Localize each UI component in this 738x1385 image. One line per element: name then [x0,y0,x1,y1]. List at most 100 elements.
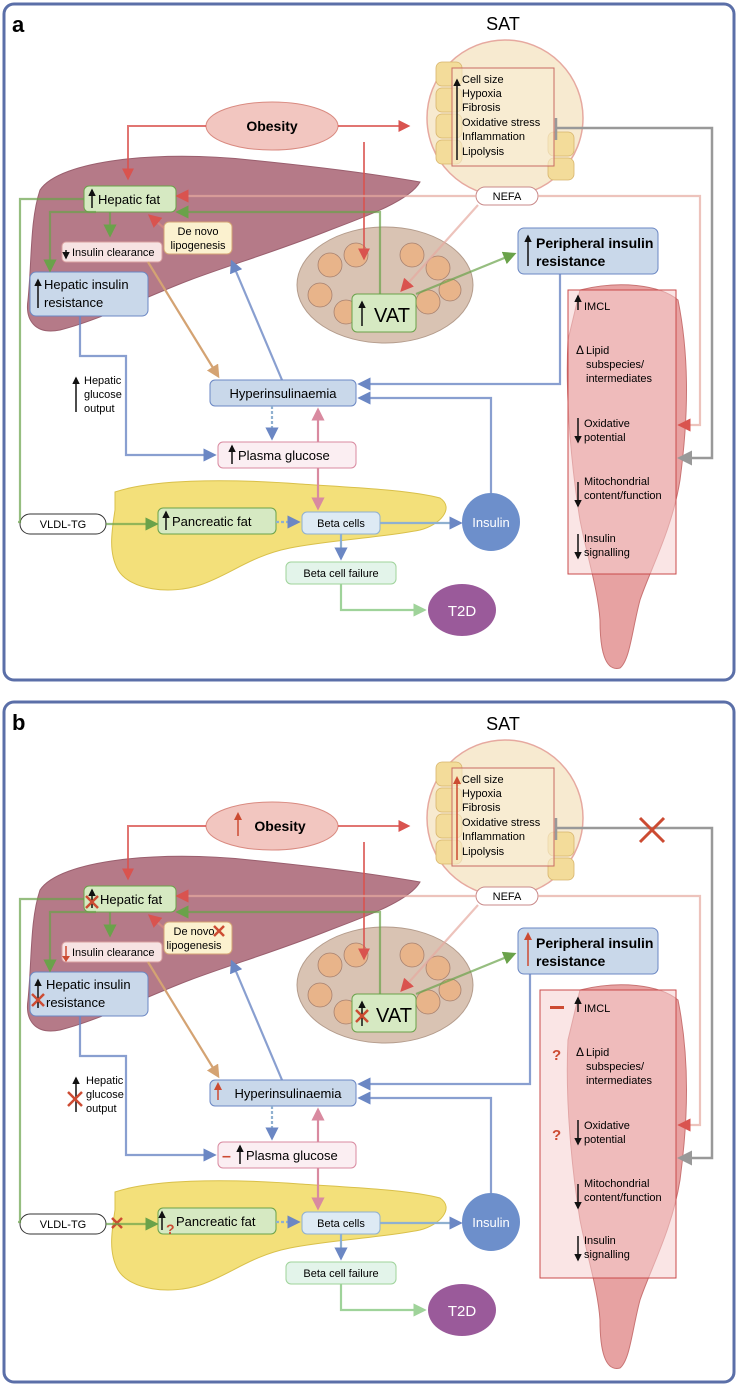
sat-item: Hypoxia [462,788,503,800]
vldl-label: VLDL-TG [40,1219,86,1231]
sat-list-box [451,767,555,867]
svg-text:subspecies/: subspecies/ [586,1061,645,1073]
hepatic-fat-label: Hepatic fat [98,192,161,207]
svg-text:Oxidative: Oxidative [584,418,630,430]
svg-text:Insulin: Insulin [584,1235,616,1247]
cross-mark [213,925,225,937]
svg-text:IMCL: IMCL [584,301,610,313]
svg-text:Hepatic: Hepatic [84,375,122,387]
obesity-label: Obesity [246,118,298,134]
svg-text:resistance: resistance [46,995,105,1010]
svg-text:Lipid: Lipid [586,345,609,357]
sat-title: SAT [486,714,520,734]
cross-mark [85,895,99,909]
nefa-label: NEFA [493,891,522,903]
sat-item: Hypoxia [462,88,503,100]
sat-item: Lipolysis [462,146,505,158]
dash-mark: – [222,1148,231,1165]
sat-item: Inflammation [462,831,525,843]
panel-letter: b [12,710,25,735]
svg-text:glucose: glucose [84,389,122,401]
svg-text:lipogenesis: lipogenesis [170,240,226,252]
hepatic-ir-box [29,971,149,1017]
question-mark: ? [166,1221,175,1237]
svg-text:glucose: glucose [86,1089,124,1101]
cross-mark [31,993,45,1007]
insulin-label: Insulin [472,1215,510,1230]
insulin-node [462,1193,520,1251]
question-mark: ? [552,1127,561,1144]
vldl-label: VLDL-TG [40,519,86,531]
svg-text:potential: potential [584,432,626,444]
insulin-label: Insulin [472,515,510,530]
svg-text:resistance: resistance [536,253,605,269]
svg-text:Δ: Δ [576,343,584,357]
plasma-glucose-label: Plasma glucose [246,1148,338,1163]
svg-text:Mitochondrial: Mitochondrial [584,476,649,488]
vat-box [351,993,417,1033]
beta-cells-label: Beta cells [317,1218,365,1230]
insulin-node [462,493,520,551]
t2d-node [428,1284,496,1336]
beta-failure-label: Beta cell failure [303,1268,378,1280]
panel-a: a SAT Cell size Hypoxia Fibrosis Oxidati… [2,2,736,682]
beta-cells-label: Beta cells [317,518,365,530]
vat-box [351,293,417,333]
hyperinsulinaemia-label: Hyperinsulinaemia [230,386,338,401]
svg-text:Hepatic insulin: Hepatic insulin [46,977,131,992]
pancreatic-fat-label: Pancreatic fat [176,1214,256,1229]
de-novo-box [163,221,233,255]
insulin-clearance-box [61,941,163,963]
panel-b: b SAT Cell size Hypoxia Fibrosis Oxidati… [2,700,736,1384]
nefa-label: NEFA [493,191,522,203]
de-novo-box [163,921,233,955]
svg-text:resistance: resistance [44,295,103,310]
hepatic-fat-label: Hepatic fat [100,892,163,907]
svg-text:intermediates: intermediates [586,1075,653,1087]
svg-text:De novo: De novo [174,926,215,938]
sat-item: Lipolysis [462,846,505,858]
svg-text:Hepatic insulin: Hepatic insulin [44,277,129,292]
sat-item: Oxidative stress [462,117,541,129]
svg-text:Insulin: Insulin [584,533,616,545]
sat-item: Cell size [462,74,504,86]
plasma-glucose-box [217,441,357,469]
svg-text:IMCL: IMCL [584,1003,610,1015]
svg-text:De novo: De novo [178,226,219,238]
svg-text:signalling: signalling [584,1249,630,1261]
question-mark: ? [552,1047,561,1064]
muscle-list-box [567,289,677,575]
panel-letter: a [12,12,25,37]
hyperinsulinaemia-box [209,379,357,407]
muscle-list-box [539,989,677,1279]
svg-text:Oxidative: Oxidative [584,1120,630,1132]
peripheral-ir-box [517,927,659,975]
hyperinsulinaemia-label: Hyperinsulinaemia [235,1086,343,1101]
vat-label: VAT [376,1005,412,1027]
svg-text:content/function: content/function [584,1192,662,1204]
plasma-glucose-box [217,1141,357,1169]
insulin-clearance-box [61,241,163,263]
svg-text:intermediates: intermediates [586,373,653,385]
svg-text:potential: potential [584,1134,626,1146]
svg-text:Δ: Δ [576,1045,584,1059]
cross-mark [355,1009,369,1023]
plasma-glucose-label: Plasma glucose [238,448,330,463]
svg-text:content/function: content/function [584,490,662,502]
svg-text:Hepatic: Hepatic [86,1075,124,1087]
dash-mark [550,1006,564,1009]
svg-text:subspecies/: subspecies/ [586,359,645,371]
pancreatic-fat-label: Pancreatic fat [172,514,252,529]
svg-text:output: output [84,403,115,415]
sat-item: Fibrosis [462,802,501,814]
svg-text:Peripheral insulin: Peripheral insulin [536,235,653,251]
vat-label: VAT [374,305,410,327]
t2d-label: T2D [448,1303,477,1320]
svg-text:Mitochondrial: Mitochondrial [584,1178,649,1190]
cross-mark [67,1091,83,1107]
t2d-label: T2D [448,603,477,620]
hyperinsulinaemia-box [209,1079,357,1107]
sat-item: Inflammation [462,131,525,143]
svg-text:output: output [86,1103,117,1115]
